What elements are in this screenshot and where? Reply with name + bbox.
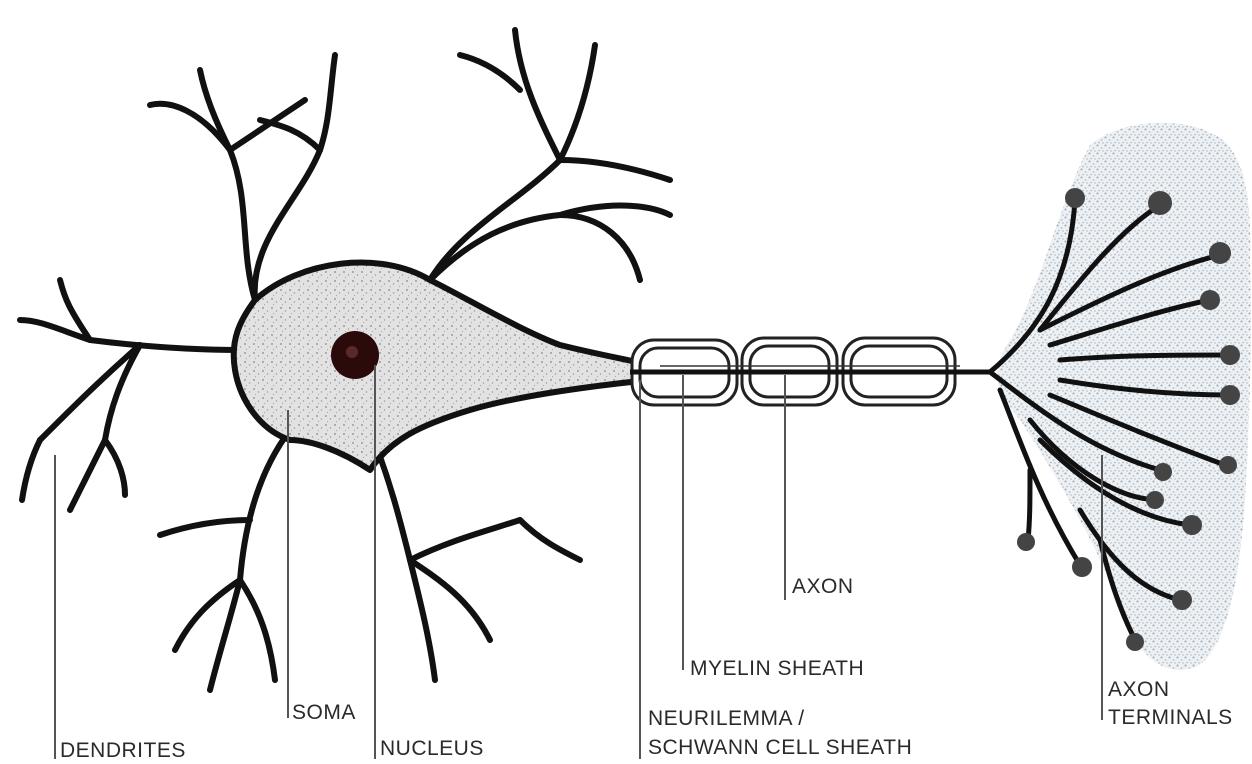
label-schwann-cell-sheath: SCHWANN CELL SHEATH (648, 735, 912, 761)
label-myelin-sheath: MYELIN SHEATH (690, 656, 864, 682)
soma-body (234, 263, 650, 470)
label-neurilemma: NEURILEMMA / (648, 706, 805, 732)
label-nucleus: NUCLEUS (380, 736, 484, 762)
label-axon-terminals-line1: AXON (1108, 677, 1170, 703)
label-soma: SOMA (292, 700, 356, 726)
label-axon: AXON (792, 574, 854, 600)
label-axon-terminals-line2: TERMINALS (1108, 705, 1233, 731)
label-dendrites: DENDRITES (60, 738, 186, 764)
